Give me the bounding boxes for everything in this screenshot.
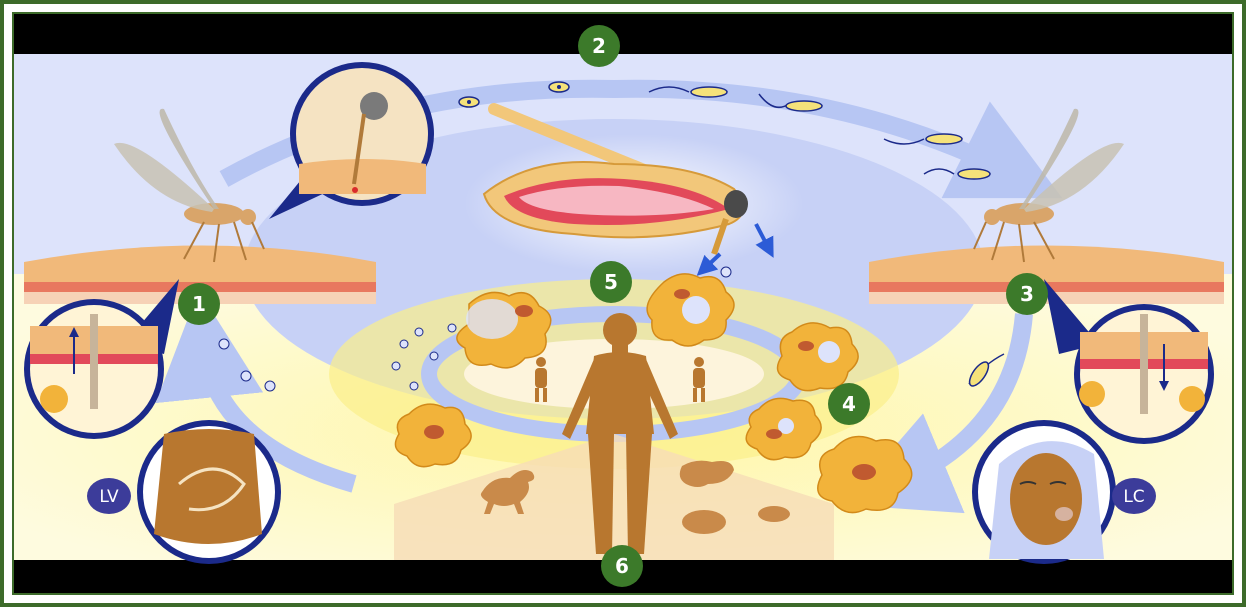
macrophage-icon — [40, 385, 68, 413]
amastigote-icon — [721, 267, 731, 277]
promastigote-icon — [549, 82, 569, 92]
top-black-band — [14, 14, 1232, 54]
step-badge-1: 1 — [178, 283, 220, 325]
step-label-1: 1 — [192, 292, 206, 316]
amastigote-icon — [265, 381, 275, 391]
form-label-lc: LC — [1123, 487, 1144, 507]
human-figure-icon — [603, 313, 637, 347]
step-label-6: 6 — [615, 554, 629, 578]
form-badge-lv: LV — [87, 478, 131, 514]
sandfly-eye-icon — [724, 190, 748, 218]
amastigote-icon — [430, 352, 438, 360]
step-label-4: 4 — [842, 392, 856, 416]
form-badge-lc: LC — [1112, 478, 1156, 514]
amastigote-icon — [400, 340, 408, 348]
step-badge-2: 2 — [578, 25, 620, 67]
promastigote-icon — [459, 97, 479, 107]
step-label-3: 3 — [1020, 282, 1034, 306]
step-label-2: 2 — [592, 34, 606, 58]
amastigote-icon — [241, 371, 251, 381]
step-label-5: 5 — [604, 270, 618, 294]
form-label-lv: LV — [99, 487, 119, 507]
diagram-panel: 1 2 3 4 5 6 — [12, 12, 1234, 595]
opossum-icon — [682, 510, 726, 534]
step-badge-5: 5 — [590, 261, 632, 303]
step-badge-3: 3 — [1006, 273, 1048, 315]
amastigote-icon — [415, 328, 423, 336]
amastigote-icon — [410, 382, 418, 390]
amastigote-icon — [392, 362, 400, 370]
step-badge-6: 6 — [601, 545, 643, 587]
rodent-icon — [758, 506, 790, 522]
amastigote-icon — [219, 339, 229, 349]
step-badge-4: 4 — [828, 383, 870, 425]
visceral-leishmaniasis-callout — [137, 420, 281, 564]
amastigote-icon — [448, 324, 456, 332]
macrophage-icon — [1179, 386, 1205, 412]
cutaneous-leishmaniasis-callout — [972, 420, 1116, 564]
leishmania-life-cycle-diagram: 1 2 3 4 5 6 — [14, 14, 1232, 593]
macrophage-icon — [1079, 381, 1105, 407]
